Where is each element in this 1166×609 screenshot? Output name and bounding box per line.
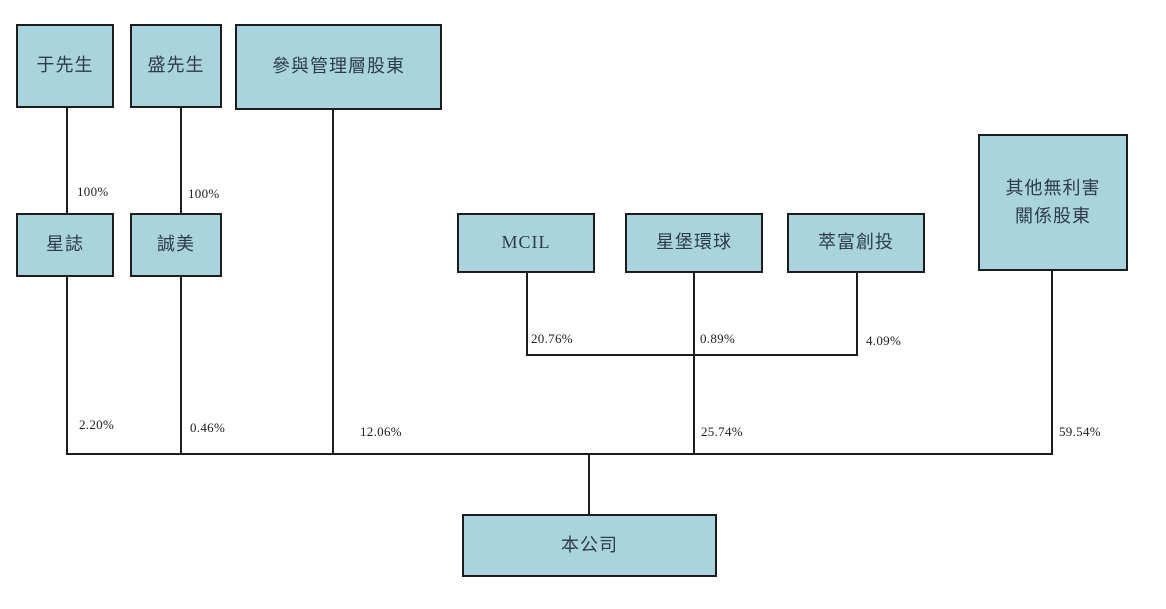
ownership-pct-other-company: 59.54% xyxy=(1059,424,1101,439)
connector-bus-to-company xyxy=(588,453,590,516)
ownership-pct-sheng-chengmei: 100% xyxy=(188,186,220,201)
ownership-pct-yu-xingzhi: 100% xyxy=(77,184,109,199)
ownership-pct-mgmt-company: 12.06% xyxy=(360,424,402,439)
ownership-pct-chengmei-company: 0.46% xyxy=(190,420,226,435)
connector-yu-to-xingzhi xyxy=(66,100,68,218)
connector-mgmt-to-bus xyxy=(332,100,334,455)
node-xingzhi: 星誌 xyxy=(16,213,114,277)
subbus-line-investors xyxy=(526,354,858,356)
node-other-disinterested-shareholders: 其他無利害 關係股東 xyxy=(978,134,1128,271)
node-participating-management: 參與管理層股東 xyxy=(235,24,442,110)
ownership-pct-combined-company: 25.74% xyxy=(701,424,743,439)
node-mr-yu: 于先生 xyxy=(16,24,114,108)
node-mr-sheng: 盛先生 xyxy=(130,24,222,108)
node-mcil: MCIL xyxy=(457,213,595,273)
connector-chengmei-to-bus xyxy=(180,270,182,455)
node-cuifu-ventures: 萃富創投 xyxy=(787,213,925,273)
node-xingbao-global: 星堡環球 xyxy=(625,213,763,273)
ownership-pct-cuifu: 4.09% xyxy=(866,333,902,348)
connector-other-to-bus xyxy=(1051,264,1053,455)
node-the-company: 本公司 xyxy=(462,514,717,577)
connector-mcil-to-subbus xyxy=(526,266,528,356)
ownership-pct-xingbao: 0.89% xyxy=(700,331,736,346)
connector-xingbao-to-bus xyxy=(693,266,695,455)
connector-cuifu-to-subbus xyxy=(856,266,858,356)
node-chengmei: 誠美 xyxy=(130,213,222,277)
ownership-pct-xingzhi-company: 2.20% xyxy=(79,417,115,432)
ownership-pct-mcil: 20.76% xyxy=(531,331,573,346)
main-bus-line xyxy=(66,453,1053,455)
connector-sheng-to-chengmei xyxy=(180,100,182,218)
connector-xingzhi-to-bus xyxy=(66,270,68,455)
